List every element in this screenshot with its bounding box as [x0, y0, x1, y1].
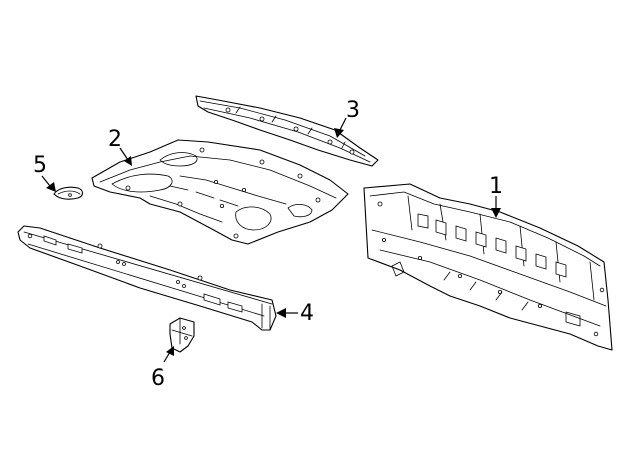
callout-3: 3 [346, 98, 360, 123]
callout-2: 2 [108, 127, 122, 152]
leader-1 [491, 196, 501, 218]
callout-5: 5 [33, 153, 47, 178]
leader-3 [334, 117, 347, 138]
callout-1: 1 [489, 174, 503, 199]
leader-6 [163, 346, 174, 363]
part-2-rear-shelf-panel [91, 139, 349, 245]
part-6-gusset [169, 317, 195, 353]
leader-2 [119, 147, 132, 166]
callout-4: 4 [300, 301, 314, 326]
part-1-rear-body-panel [363, 183, 613, 351]
part-4-crossmember [17, 225, 277, 331]
leader-5 [41, 175, 56, 192]
part-5-small-bracket [53, 186, 84, 200]
leader-4 [276, 308, 298, 318]
callout-6: 6 [151, 366, 165, 391]
part-3-upper-rail [195, 95, 379, 167]
